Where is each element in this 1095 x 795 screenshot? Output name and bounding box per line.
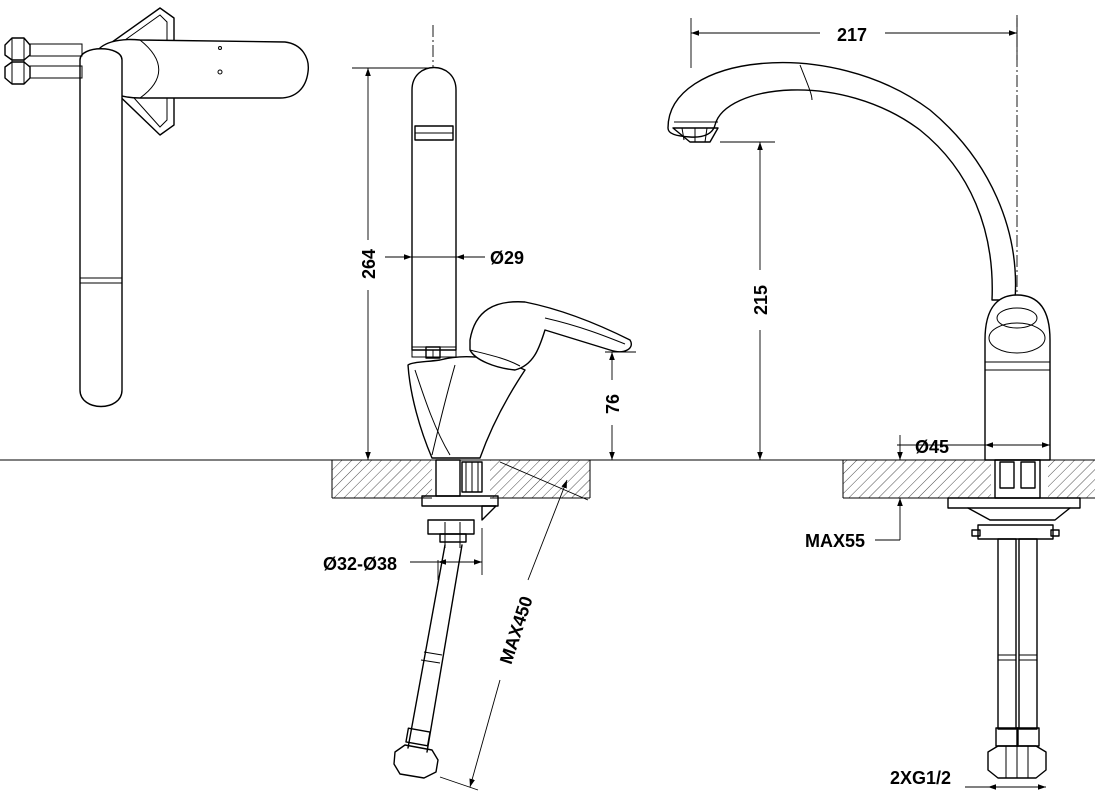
dim-2xg12-label: 2XG1/2 bbox=[890, 768, 951, 788]
dim-max55-lines bbox=[875, 435, 950, 541]
dim-max450-lines bbox=[439, 461, 589, 791]
dim-217-label: 217 bbox=[837, 25, 867, 45]
dim-264-lines bbox=[352, 67, 430, 460]
dim-max55-label: MAX55 bbox=[805, 531, 865, 551]
dim-76-label: 76 bbox=[603, 394, 623, 414]
dim-76-lines bbox=[605, 351, 636, 460]
dim-217-lines bbox=[690, 18, 1018, 68]
dim-264-label: 264 bbox=[359, 249, 379, 279]
dim-29-label: Ø29 bbox=[490, 248, 524, 268]
dim-215-lines bbox=[720, 141, 775, 460]
top-view bbox=[4, 7, 309, 408]
dim-32-38-label: Ø32-Ø38 bbox=[323, 554, 397, 574]
countertop-hatch-right bbox=[842, 460, 1095, 499]
side-view bbox=[393, 25, 632, 779]
dim-45-label: Ø45 bbox=[915, 437, 949, 457]
countertop-hatch-left bbox=[331, 460, 591, 499]
dim-max450-label: MAX450 bbox=[496, 594, 537, 667]
dim-32-38-lines bbox=[410, 528, 483, 580]
dim-215-label: 215 bbox=[751, 285, 771, 315]
front-view bbox=[667, 15, 1081, 779]
